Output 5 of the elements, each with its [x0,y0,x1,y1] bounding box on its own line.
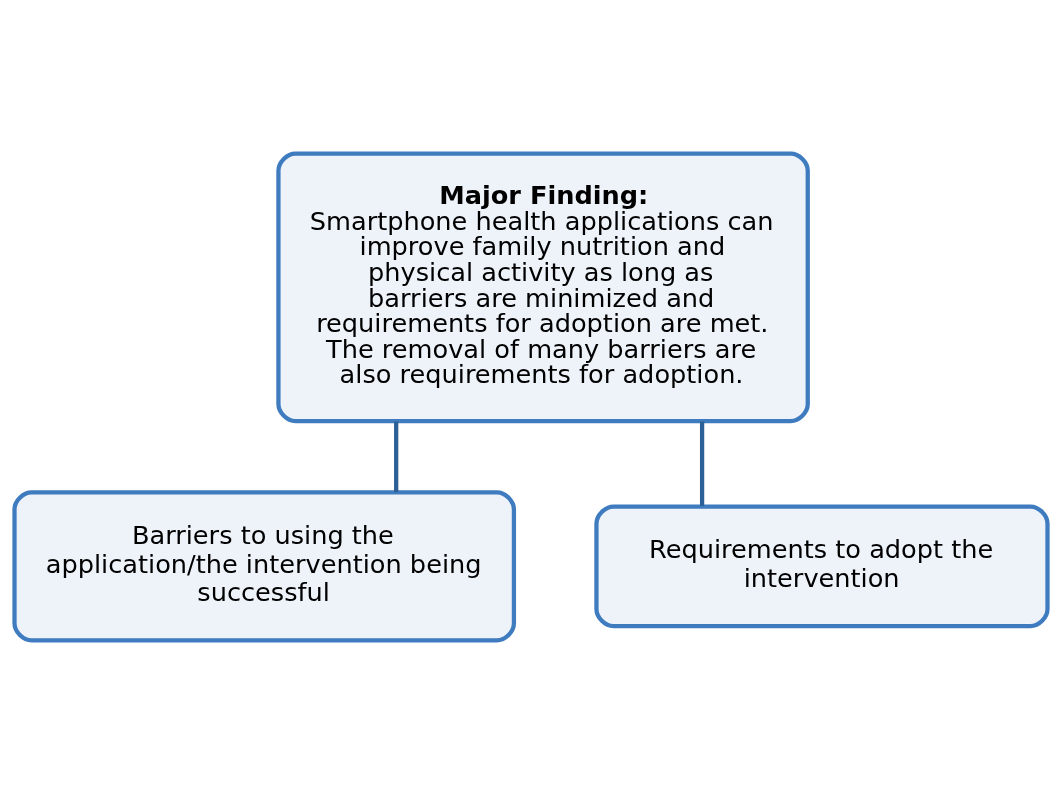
node-box: Major Finding: Smartphone health applications can improve family nutrition and physical activity as long as barriers are minimized and requirements for adoption are met. The removal of many barriers are also requirements for adoption. [276,151,810,423]
connector [394,421,399,492]
node-box: Requirements to adopt the intervention [594,503,1050,628]
node-box: Barriers to using the application/the intervention being successful [12,489,517,642]
connector [699,421,705,506]
